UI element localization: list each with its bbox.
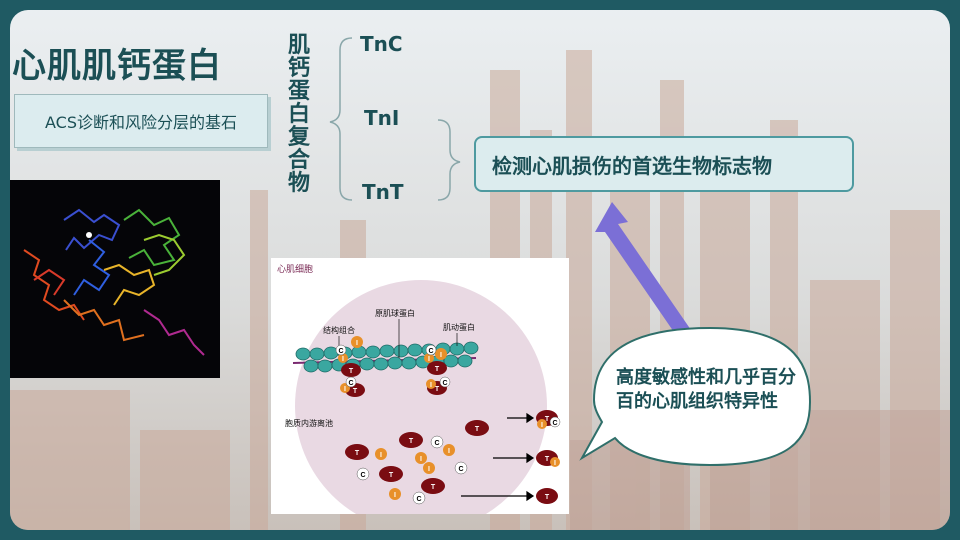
bound-complexes: T I C I T I C T I I C T I C: [335, 336, 451, 397]
cell-label: 心肌细胞: [277, 263, 313, 274]
svg-text:I: I: [428, 466, 430, 473]
svg-text:T: T: [355, 450, 360, 457]
svg-text:T: T: [349, 368, 354, 375]
svg-text:C: C: [338, 348, 343, 355]
svg-text:I: I: [344, 386, 346, 393]
svg-text:I: I: [356, 340, 358, 347]
svg-text:C: C: [348, 380, 353, 387]
svg-text:I: I: [448, 448, 450, 455]
svg-text:T: T: [435, 366, 440, 373]
svg-text:I: I: [420, 456, 422, 463]
svg-text:T: T: [353, 388, 358, 395]
svg-text:C: C: [360, 472, 365, 479]
svg-text:C: C: [428, 348, 433, 355]
svg-text:C: C: [552, 420, 557, 427]
svg-text:T: T: [545, 416, 550, 423]
svg-text:C: C: [442, 380, 447, 387]
result-text: 检测心肌损伤的首选生物标志物: [492, 153, 772, 178]
svg-text:T: T: [545, 456, 550, 463]
svg-text:I: I: [554, 460, 556, 467]
svg-text:C: C: [416, 496, 421, 503]
result-box: 检测心肌损伤的首选生物标志物: [474, 136, 854, 192]
free-pool: T T T T T I I I I I C C C C: [345, 420, 489, 505]
subunit-tnc: TnC: [360, 32, 403, 56]
svg-text:T: T: [409, 438, 414, 445]
svg-text:I: I: [541, 422, 543, 429]
svg-text:I: I: [342, 356, 344, 363]
speech-bubble: [579, 326, 812, 467]
complex-vertical-label: 肌钙蛋白复合物: [287, 33, 310, 196]
svg-text:C: C: [434, 440, 439, 447]
svg-text:I: I: [440, 352, 442, 359]
svg-text:T: T: [475, 426, 480, 433]
svg-text:I: I: [430, 382, 432, 389]
slide: 心肌肌钙蛋白 ACS诊断和风险分层的基石 肌钙蛋白复合物 TnC TnI TnT…: [10, 10, 950, 530]
structural-label: 结构组合: [323, 325, 355, 335]
svg-text:C: C: [458, 466, 463, 473]
svg-text:I: I: [428, 356, 430, 363]
released-complexes: T I C T I T: [536, 410, 561, 504]
troponin-location-diagram: 心肌细胞 结构组合 原肌球蛋白 肌动蛋白: [271, 258, 569, 514]
svg-text:T: T: [545, 494, 550, 501]
tropomyosin-label: 原肌球蛋白: [375, 308, 415, 318]
cytosol-label: 胞质内游离池: [285, 418, 333, 428]
subtitle-text: ACS诊断和风险分层的基石: [45, 113, 237, 132]
bubble-text: 高度敏感性和几乎百分百的心肌组织特异性: [616, 367, 796, 412]
svg-text:T: T: [389, 472, 394, 479]
svg-text:T: T: [431, 484, 436, 491]
actin-label: 肌动蛋白: [443, 322, 475, 332]
subunit-tni: TnI: [364, 106, 400, 130]
svg-text:I: I: [394, 492, 396, 499]
troponin-molecule-image: [10, 180, 220, 378]
release-arrows: [461, 412, 535, 502]
subunit-tnt: TnT: [362, 180, 404, 204]
svg-text:I: I: [380, 452, 382, 459]
slide-title: 心肌肌钙蛋白: [12, 46, 222, 86]
svg-text:T: T: [435, 386, 440, 393]
subtitle-box: ACS诊断和风险分层的基石: [14, 94, 268, 148]
